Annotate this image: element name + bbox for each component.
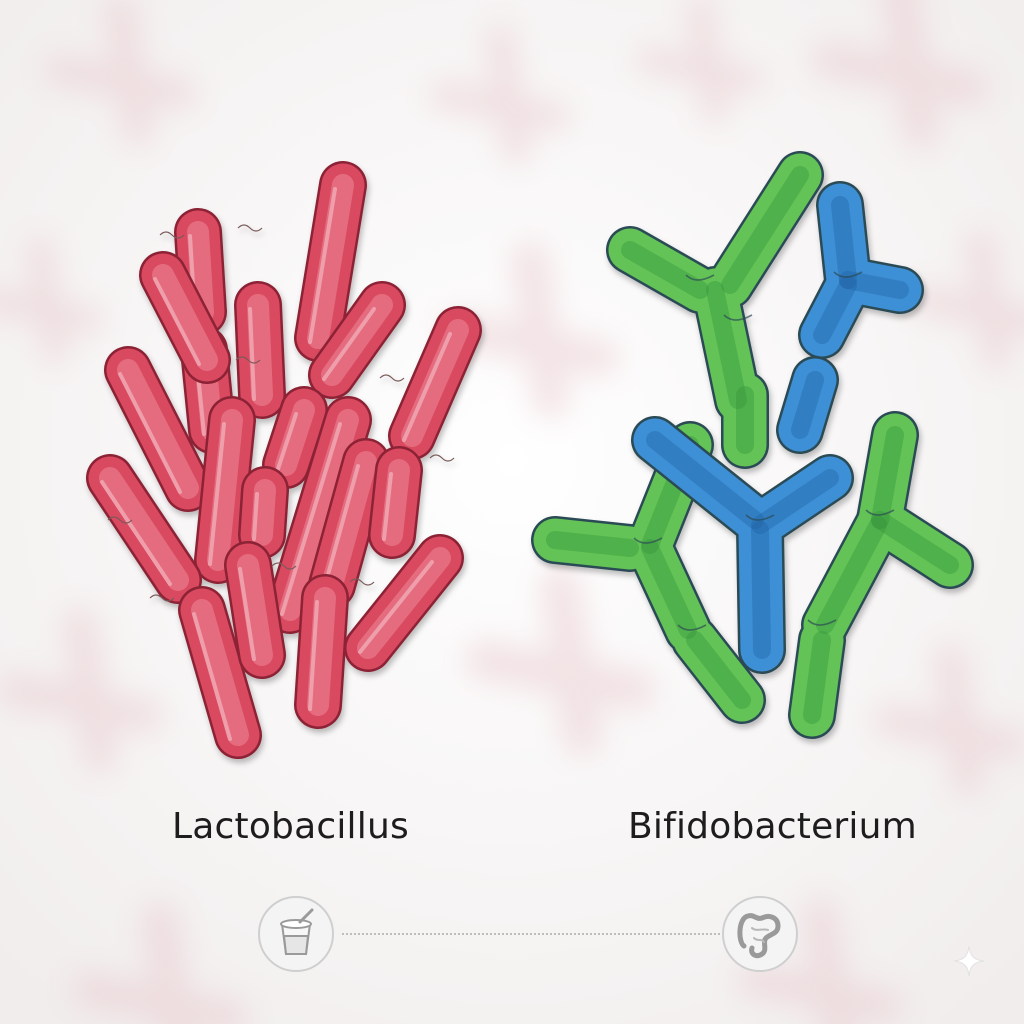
septum-line	[723, 314, 753, 321]
septum-line	[807, 619, 837, 626]
lactobacillus-rod	[344, 534, 464, 672]
lactobacillus-rod	[194, 396, 256, 584]
lactobacillus-cluster	[86, 161, 482, 759]
lactobacillus-rod	[262, 386, 328, 489]
sparkle-icon	[953, 945, 985, 977]
bifidobacterium-cell	[776, 181, 924, 454]
septum-line	[677, 624, 707, 631]
flagellum	[235, 356, 261, 364]
lactobacillus-rod	[234, 281, 286, 419]
lactobacillus-rod	[388, 306, 482, 460]
lactobacillus-rod	[368, 446, 423, 559]
blurred-bacterium	[429, 24, 571, 166]
lactobacillus-rod	[238, 466, 289, 559]
blurred-bacterium	[464, 564, 656, 756]
blurred-bacterium	[70, 900, 250, 1024]
blurred-bacterium	[737, 897, 903, 1024]
blurred-bacterium	[440, 240, 620, 420]
septum-line	[833, 271, 863, 278]
lactobacillus-rod	[308, 281, 406, 399]
blurred-bacterium	[0, 607, 163, 773]
blurred-bacterium	[636, 0, 764, 124]
lactobacillus-rod	[86, 454, 202, 604]
septum-line	[745, 514, 775, 521]
yogurt-cup-icon	[258, 896, 334, 972]
bifidobacterium-cell	[631, 416, 854, 674]
flagellum	[429, 454, 455, 462]
bifidobacterium-cell	[606, 151, 824, 469]
lactobacillus-rod	[178, 586, 262, 759]
blurred-bacterium	[43, 0, 197, 147]
septum-line	[633, 537, 663, 544]
lactobacillus-label: Lactobacillus	[172, 806, 409, 847]
lactobacillus-rod	[294, 574, 349, 729]
blurred-bacterium	[0, 236, 104, 364]
bifidobacterium-cluster	[531, 151, 974, 739]
lactobacillus-rod	[308, 438, 390, 609]
flagellum	[271, 562, 297, 570]
lactobacillus-rod	[139, 251, 231, 384]
lactobacillus-rod	[224, 541, 286, 679]
blurred-bacterium	[810, 0, 990, 150]
septum-line	[685, 274, 715, 281]
dotted-connector	[342, 933, 720, 935]
bifidobacterium-cell	[788, 411, 974, 739]
flagellum	[159, 231, 185, 239]
lactobacillus-rod	[294, 161, 367, 362]
blurred-bacterium	[909, 229, 1024, 371]
lactobacillus-rod	[266, 396, 372, 634]
flagellum	[149, 594, 175, 602]
bifidobacterium-label: Bifidobacterium	[628, 806, 917, 847]
blurred-bacterium	[873, 643, 1024, 797]
intestine-icon	[722, 896, 798, 972]
flagellum	[107, 516, 133, 524]
flagellum	[379, 374, 405, 382]
flagellum	[237, 224, 263, 232]
flagellum	[349, 578, 375, 586]
lactobacillus-rod	[104, 346, 212, 512]
septum-line	[865, 509, 895, 516]
